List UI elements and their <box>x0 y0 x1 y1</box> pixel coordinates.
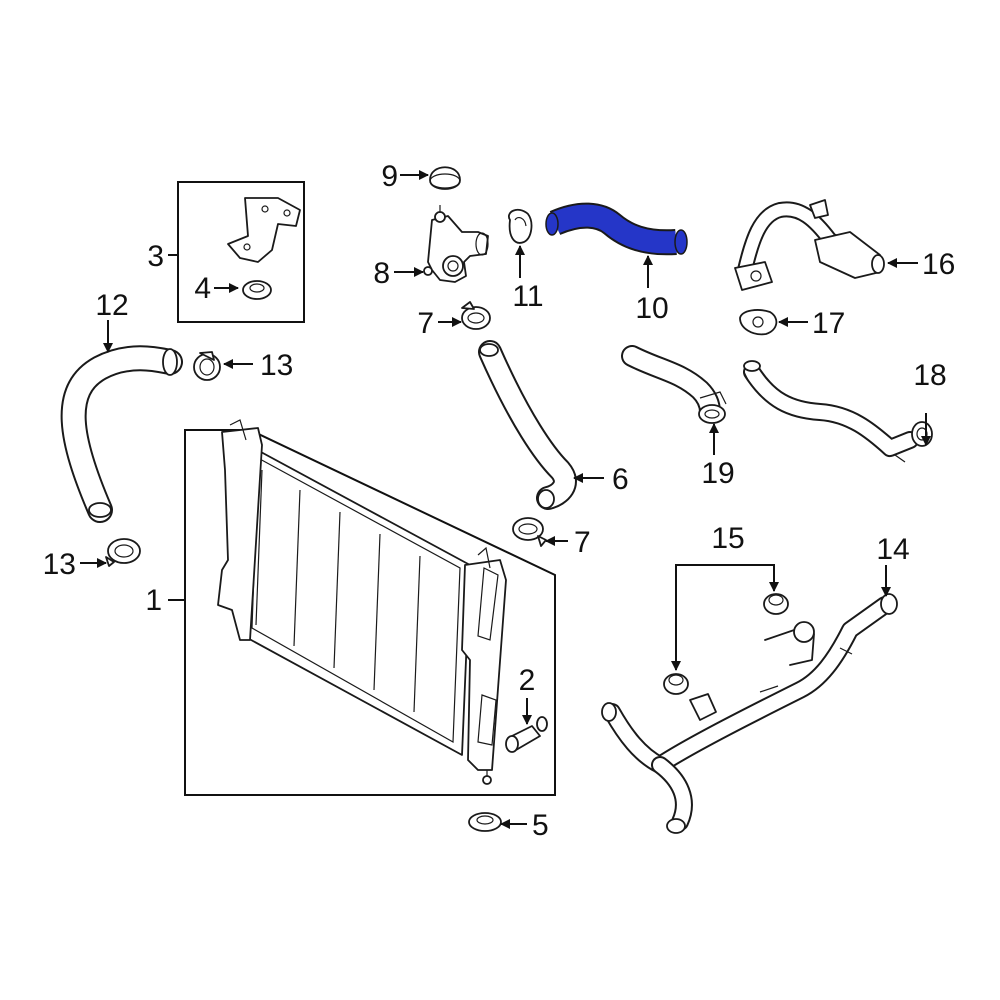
coolant-pipe-14[interactable] <box>601 593 898 834</box>
gasket-17[interactable] <box>739 309 778 336</box>
upper-hose-10[interactable] <box>545 202 688 256</box>
callout-13-bottom: 13 <box>43 548 76 581</box>
callout-11: 11 <box>512 280 543 313</box>
callout-5: 5 <box>532 809 549 842</box>
lower-hose-12[interactable] <box>60 345 183 523</box>
thermostat-housing-8[interactable] <box>423 205 489 283</box>
callout-3: 3 <box>147 240 164 273</box>
callout-4: 4 <box>194 272 211 305</box>
hose-19[interactable] <box>621 345 727 424</box>
callout-numbers: 1 2 3 4 5 6 7 7 8 9 10 11 12 13 13 14 15… <box>43 160 956 842</box>
callout-10: 10 <box>635 292 668 325</box>
seal-5[interactable] <box>468 812 502 832</box>
hose-6[interactable] <box>478 340 577 510</box>
callout-2: 2 <box>519 664 536 697</box>
callout-12: 12 <box>95 289 128 322</box>
clamp-11[interactable] <box>508 208 533 244</box>
callout-7-upper: 7 <box>417 307 434 340</box>
callout-16: 16 <box>922 248 955 281</box>
callout-19: 19 <box>701 457 734 490</box>
callout-18: 18 <box>913 359 946 392</box>
clamp-7-upper[interactable] <box>461 301 491 330</box>
radiator-assembly[interactable] <box>184 419 556 796</box>
pipe-18[interactable] <box>743 360 933 463</box>
callout-8: 8 <box>373 257 390 290</box>
callout-7-lower: 7 <box>574 526 591 559</box>
pipe-16[interactable] <box>734 199 885 291</box>
callout-9: 9 <box>381 160 398 193</box>
sleeve-15-right[interactable] <box>763 593 789 615</box>
callout-6: 6 <box>612 463 629 496</box>
clamp-13-bottom[interactable] <box>105 538 141 567</box>
sleeve-15-left[interactable] <box>663 673 689 695</box>
callout-17: 17 <box>812 307 845 340</box>
callout-13-top: 13 <box>260 349 293 382</box>
drain-plug-2[interactable] <box>505 716 548 753</box>
cap-9[interactable] <box>429 166 461 190</box>
leader-lines <box>80 170 931 829</box>
clamp-7-lower[interactable] <box>512 517 547 547</box>
clamp-13-top[interactable] <box>193 351 221 381</box>
callout-14: 14 <box>876 533 909 566</box>
bracket-box[interactable] <box>177 181 305 323</box>
callout-15: 15 <box>711 522 744 555</box>
callout-1: 1 <box>145 584 162 617</box>
